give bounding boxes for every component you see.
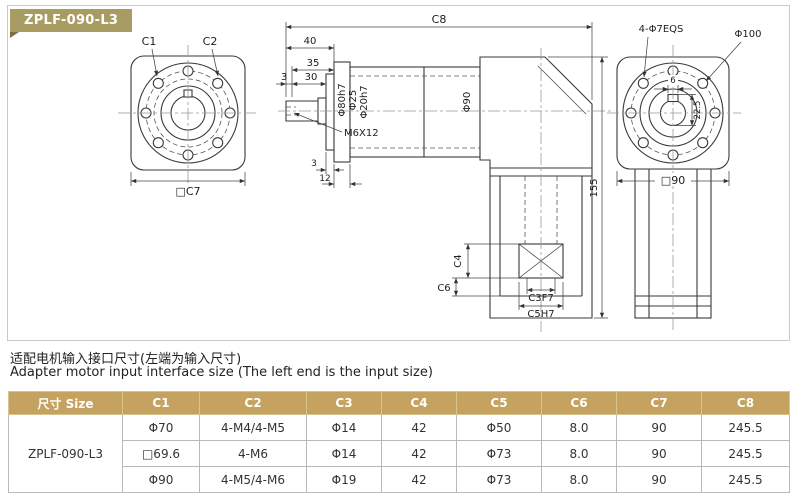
label-c7: □C7 [175, 185, 200, 198]
label-c8: C8 [432, 13, 447, 26]
technical-drawing: C1 C2 □C7 [118, 13, 761, 332]
cell: 245.5 [701, 466, 790, 493]
side-view: C8 40 35 3 30 Φ80h7 Φ25 Φ20h7 M6X12 Φ90 … [276, 13, 612, 332]
cell: Φ73 [456, 440, 542, 467]
cell: 8.0 [541, 440, 617, 467]
cell: 245.5 [701, 414, 790, 441]
model-badge: ZPLF-090-L3 [10, 9, 133, 38]
cell: 4-M5/4-M6 [199, 466, 307, 493]
cell: Φ19 [306, 466, 382, 493]
label-3-side: 3 [311, 159, 317, 169]
label-6: 6 [670, 76, 675, 86]
label-155: 155 [589, 178, 600, 197]
label-35: 35 [307, 58, 320, 69]
label-c1: C1 [142, 35, 157, 48]
cell: Φ90 [122, 466, 200, 493]
size-table: 尺寸 Size C1 C2 C3 C4 C5 C6 C7 C8 ZPLF-090… [8, 391, 790, 493]
model-cell: ZPLF-090-L3 [8, 414, 123, 493]
label-3-top: 3 [281, 72, 287, 83]
col-header-c3: C3 [306, 391, 382, 415]
label-phi20h7: Φ20h7 [359, 85, 370, 118]
gear-body [349, 66, 481, 158]
label-c5h7: C5H7 [527, 309, 554, 320]
label-m6x12: M6X12 [344, 128, 379, 139]
label-c6: C6 [437, 283, 450, 294]
cell: Φ14 [306, 414, 382, 441]
cell: 42 [381, 414, 457, 441]
cell: 42 [381, 440, 457, 467]
caption-zh: 适配电机输入接口尺寸(左端为输入尺寸) [10, 352, 242, 367]
cell: Φ73 [456, 466, 542, 493]
col-header-c7: C7 [616, 391, 702, 415]
col-header-c4: C4 [381, 391, 457, 415]
label-c2: C2 [203, 35, 218, 48]
cell: 245.5 [701, 440, 790, 467]
label-22-5: 22.5 [693, 101, 703, 120]
cell: 8.0 [541, 414, 617, 441]
label-12: 12 [319, 174, 330, 184]
cell: Φ50 [456, 414, 542, 441]
label-4-phi7eqs: 4-Φ7EQS [639, 24, 684, 35]
cell: 42 [381, 466, 457, 493]
label-c3f7: C3F7 [528, 293, 553, 304]
model-badge-label: ZPLF-090-L3 [24, 13, 119, 28]
cell: 90 [616, 466, 702, 493]
front-view: C1 C2 □C7 [118, 35, 258, 198]
pilot-spigot [325, 73, 335, 151]
caption-en: Adapter motor input interface size (The … [10, 365, 433, 380]
label-phi100: Φ100 [735, 29, 762, 40]
col-header-c1: C1 [122, 391, 200, 415]
table-row: □69.6 4-M6 Φ14 42 Φ73 8.0 90 245.5 [9, 440, 790, 467]
label-c4: C4 [453, 254, 464, 267]
table-header-row: 尺寸 Size C1 C2 C3 C4 C5 C6 C7 C8 [8, 391, 790, 415]
table-row: Φ90 4-M5/4-M6 Φ19 42 Φ73 8.0 90 245.5 [9, 466, 790, 493]
corner-housing [479, 56, 593, 319]
label-40: 40 [304, 36, 317, 47]
cell: 90 [616, 440, 702, 467]
cell: 90 [616, 414, 702, 441]
col-header-c2: C2 [199, 391, 307, 415]
label-phi80h7: Φ80h7 [337, 83, 348, 116]
label-phi25: Φ25 [348, 90, 359, 111]
cell: 4-M4/4-M5 [199, 414, 307, 441]
cell: Φ14 [306, 440, 382, 467]
cell: □69.6 [122, 440, 200, 467]
label-phi90: Φ90 [462, 92, 473, 113]
cell: Φ70 [122, 414, 200, 441]
col-header-c6: C6 [541, 391, 617, 415]
cell: 8.0 [541, 466, 617, 493]
col-header-c5: C5 [456, 391, 542, 415]
cell: 4-M6 [199, 440, 307, 467]
label-30: 30 [305, 72, 318, 83]
label-sq90: □90 [661, 174, 685, 187]
output-view: 6 22.5 4-Φ7EQS Φ100 □90 [607, 24, 761, 332]
table-row: ZPLF-090-L3 Φ70 4-M4/4-M5 Φ14 42 Φ50 8.0… [8, 414, 790, 493]
col-header-size: 尺寸 Size [8, 391, 123, 415]
col-header-c8: C8 [701, 391, 790, 415]
